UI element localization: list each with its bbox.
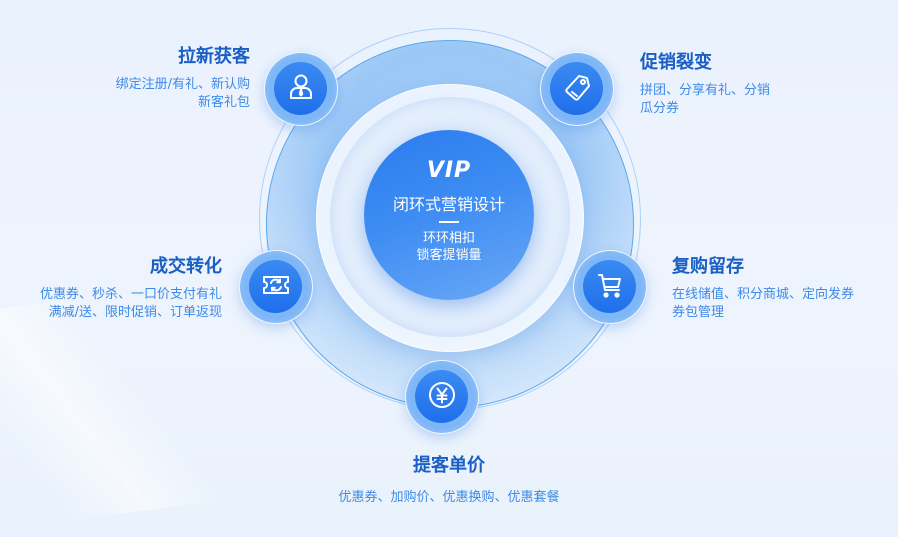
ticket-refresh-icon — [261, 270, 291, 304]
node-description: 优惠券、加购价、优惠换购、优惠套餐 — [0, 489, 898, 507]
node-description: 绑定注册/有礼、新认购 新客礼包 — [116, 76, 250, 112]
cart-icon — [595, 270, 625, 304]
vip-badge: VIP — [426, 158, 472, 183]
center-divider — [439, 221, 459, 223]
desc-line: 满减/送、限时促销、订单返现 — [48, 305, 222, 320]
label-convert: 成交转化 优惠券、秒杀、一口价支付有礼 满减/送、限时促销、订单返现 — [40, 256, 222, 322]
node-description: 在线储值、积分商城、定向发券 券包管理 — [672, 286, 854, 322]
marketing-loop-diagram: VIP 闭环式营销设计 环环相扣 锁客提销量 拉新获客 绑定注册/有礼、新认购 … — [0, 28, 898, 537]
desc-line: 在线储值、积分商城、定向发券 — [672, 287, 855, 302]
node-convert — [239, 250, 313, 324]
desc-line: 瓜分券 — [640, 101, 680, 116]
node-description: 拼团、分享有礼、分销 瓜分券 — [640, 82, 770, 118]
label-acquire: 拉新获客 绑定注册/有礼、新认购 新客礼包 — [116, 46, 250, 112]
label-retain: 复购留存 在线储值、积分商城、定向发券 券包管理 — [672, 256, 854, 322]
node-acquire — [264, 52, 338, 126]
tag-icon — [562, 72, 592, 106]
node-upsell — [405, 360, 479, 434]
node-title: 拉新获客 — [178, 46, 250, 67]
center-subtitle-line: 环环相扣 — [422, 231, 475, 246]
center-subtitle: 环环相扣 锁客提销量 — [364, 230, 534, 264]
desc-line: 拼团、分享有礼、分销 — [640, 83, 771, 98]
desc-line: 券包管理 — [672, 305, 725, 320]
node-title: 复购留存 — [672, 256, 744, 277]
desc-line: 优惠券、加购价、优惠换购、优惠套餐 — [338, 490, 560, 505]
yuan-icon — [427, 380, 457, 414]
desc-line: 优惠券、秒杀、一口价支付有礼 — [39, 287, 222, 302]
node-promote — [540, 52, 614, 126]
center-title: 闭环式营销设计 — [392, 195, 505, 214]
label-promote: 促销裂变 拼团、分享有礼、分销 瓜分券 — [640, 52, 770, 118]
desc-line: 绑定注册/有礼、新认购 — [115, 77, 250, 92]
center-subtitle-line: 锁客提销量 — [416, 248, 482, 263]
user-icon — [286, 72, 316, 106]
node-title: 提客单价 — [413, 455, 485, 476]
center-core: VIP 闭环式营销设计 环环相扣 锁客提销量 — [364, 130, 534, 300]
node-title: 促销裂变 — [640, 52, 712, 73]
desc-line: 新客礼包 — [197, 95, 250, 110]
label-upsell: 提客单价 优惠券、加购价、优惠换购、优惠套餐 — [0, 455, 898, 507]
node-description: 优惠券、秒杀、一口价支付有礼 满减/送、限时促销、订单返现 — [40, 286, 222, 322]
node-title: 成交转化 — [150, 256, 222, 277]
node-retain — [573, 250, 647, 324]
